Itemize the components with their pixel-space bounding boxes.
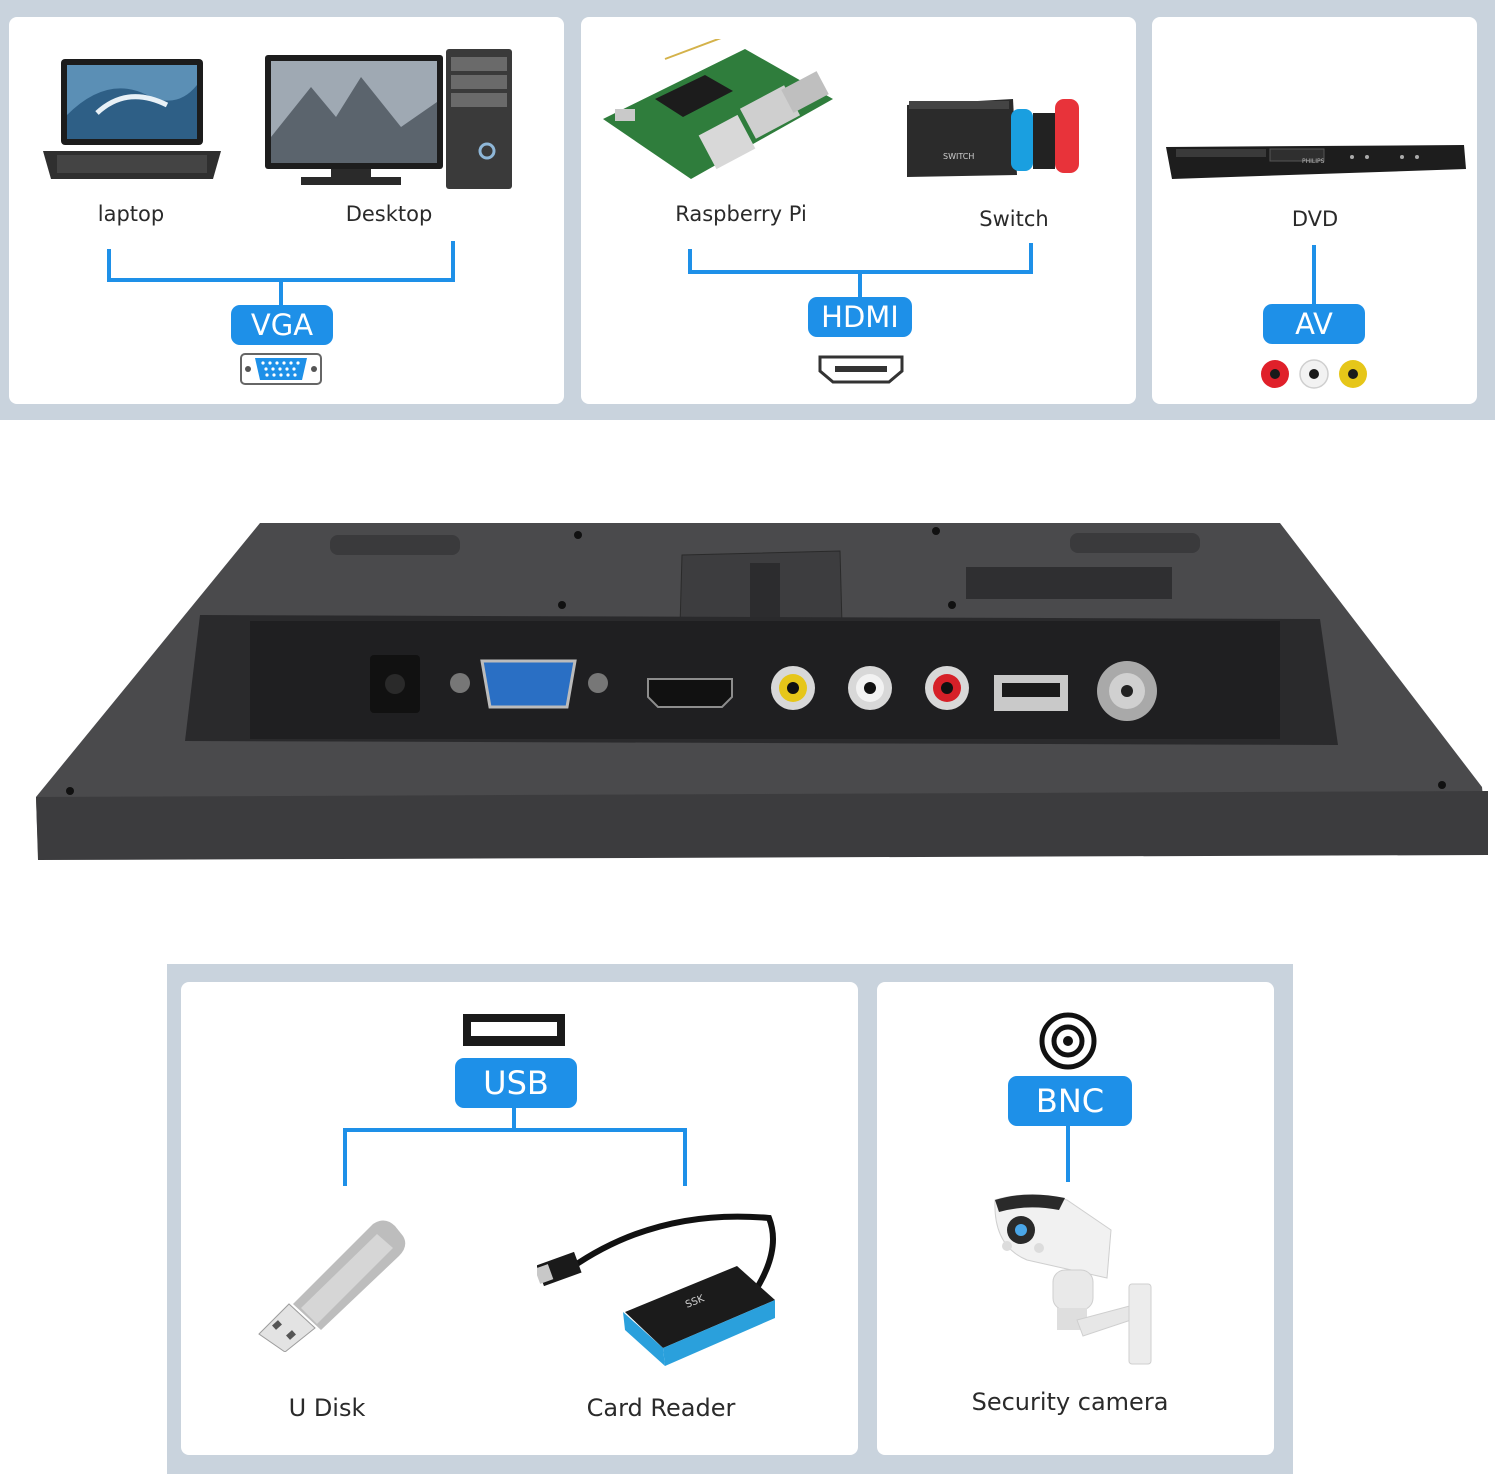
rca-jacks-icon: [1261, 359, 1367, 389]
av-panel: PHILIPS DVD AV: [1152, 17, 1477, 404]
vga-port-icon: [450, 659, 608, 709]
device-label-dvd: DVD: [1291, 207, 1339, 231]
connector-line: [1029, 243, 1033, 274]
raspberry-pi-icon: [603, 39, 833, 179]
desktop-pc-icon: [265, 49, 512, 189]
usb-port-icon: [994, 675, 1068, 711]
device-label-raspberry-pi: Raspberry Pi: [675, 202, 807, 226]
vga-badge: VGA: [231, 305, 333, 345]
bnc-panel: BNC Security camera: [877, 982, 1274, 1455]
dvd-player-icon: PHILIPS: [1166, 145, 1466, 179]
usb-flash-drive-icon: [258, 1220, 406, 1352]
rca-white-port-icon: [848, 666, 892, 710]
connector-line: [451, 241, 455, 282]
connector-line: [343, 1128, 347, 1186]
game-console-icon: SWITCH: [907, 99, 1079, 177]
security-camera-icon: [994, 1194, 1152, 1365]
av-badge: AV: [1263, 304, 1365, 344]
device-label-security-camera: Security camera: [971, 1388, 1169, 1416]
dc-power-port-icon: [370, 655, 420, 713]
connector-line: [1312, 245, 1316, 305]
connector-line: [107, 249, 111, 282]
connector-line: [512, 1108, 516, 1130]
hdmi-badge: HDMI: [808, 297, 912, 337]
device-label-card-reader: Card Reader: [586, 1394, 736, 1422]
usb-panel: USB SSK U Disk Card Reader: [181, 982, 858, 1455]
usb-badge: USB: [455, 1058, 577, 1108]
device-label-laptop: laptop: [97, 202, 165, 226]
bnc-badge: BNC: [1008, 1076, 1132, 1126]
svg-text:PHILIPS: PHILIPS: [1302, 158, 1325, 165]
rca-yellow-port-icon: [771, 666, 815, 710]
svg-text:SWITCH: SWITCH: [943, 152, 974, 161]
usb-port-icon: [463, 1014, 565, 1046]
hdmi-port-icon: [818, 355, 904, 384]
hdmi-panel: SWITCH Raspberry Pi Switch HDMI: [581, 17, 1136, 404]
device-label-switch: Switch: [979, 207, 1049, 231]
device-label-desktop: Desktop: [345, 202, 433, 226]
rca-red-port-icon: [925, 666, 969, 710]
connector-line: [683, 1128, 687, 1186]
vga-port-icon: [240, 353, 322, 385]
bnc-port-icon: [1097, 661, 1157, 721]
monitor-rear-image: [36, 523, 1488, 860]
connector-line: [1066, 1126, 1070, 1182]
connector-line: [279, 278, 283, 306]
bnc-port-icon: [1039, 1012, 1097, 1070]
connector-line: [343, 1128, 687, 1132]
hdmi-port-icon: [647, 678, 733, 708]
connector-line: [858, 270, 862, 298]
device-label-u-disk: U Disk: [288, 1394, 366, 1422]
laptop-icon: [43, 59, 221, 179]
vga-panel: laptop Desktop VGA: [9, 17, 564, 404]
connector-line: [688, 249, 692, 274]
card-reader-icon: SSK: [537, 1213, 776, 1366]
